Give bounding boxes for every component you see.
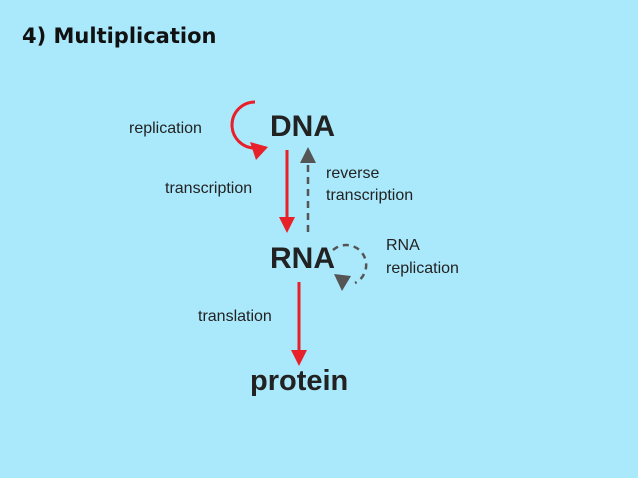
replication-label: replication bbox=[129, 120, 202, 137]
replication-loop-arrowhead bbox=[250, 142, 268, 160]
rna-replication-loop-arrowhead bbox=[334, 274, 351, 291]
dna-label: DNA bbox=[270, 110, 335, 143]
translation-arrowhead bbox=[291, 350, 307, 366]
rna-replication-label-line1: RNA bbox=[386, 237, 420, 254]
slide-title: 4) Multiplication bbox=[22, 24, 217, 48]
rna-label: RNA bbox=[270, 242, 335, 275]
transcription-label: transcription bbox=[165, 180, 253, 197]
replication-loop-arrow bbox=[230, 100, 256, 150]
reverse-transcription-arrowhead bbox=[300, 147, 316, 163]
rna-replication-label-line2: replication bbox=[386, 260, 459, 277]
rna-replication-loop-arrow bbox=[332, 243, 368, 285]
reverse-transcription-label-line2: transcription bbox=[326, 187, 414, 204]
translation-label: translation bbox=[198, 308, 272, 325]
reverse-transcription-label-line1: reverse bbox=[326, 165, 380, 182]
protein-label: protein bbox=[250, 365, 349, 397]
transcription-arrowhead bbox=[279, 217, 295, 233]
